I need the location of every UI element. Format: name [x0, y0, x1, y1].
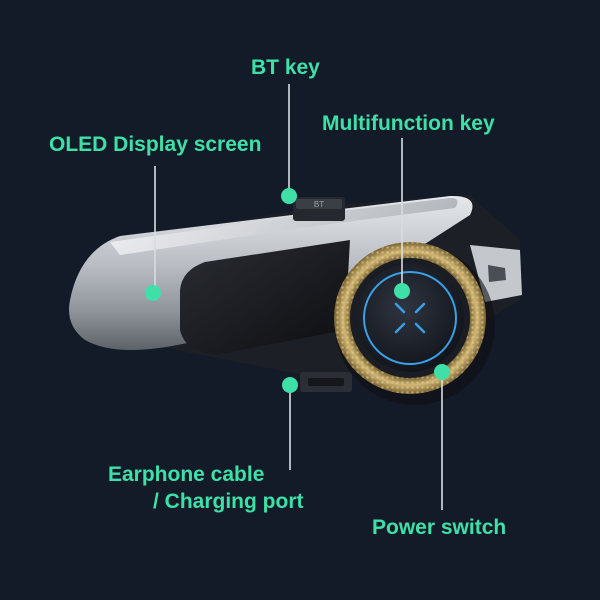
device-shell-highlight: [110, 198, 458, 255]
oled-display-dot: [145, 285, 161, 301]
multifunction-key-dot: [394, 283, 410, 299]
earphone-cable-dot: [282, 377, 298, 393]
oled-display-label: OLED Display screen: [49, 133, 262, 156]
bt-key-dot: [281, 188, 297, 204]
bt-key-label: BT key: [251, 56, 320, 79]
charging-port-label: / Charging port: [153, 490, 304, 513]
bt-key-text: BT: [314, 200, 324, 209]
power-switch-dot: [434, 364, 450, 380]
power-switch-label: Power switch: [372, 516, 507, 539]
earphone-cable-label: Earphone cable: [108, 463, 265, 486]
multifunction-key-face: [356, 264, 464, 372]
x-cross-icon: [394, 302, 426, 334]
oled-screen-panel: [180, 240, 350, 355]
multifunction-key-label: Multifunction key: [322, 112, 495, 135]
